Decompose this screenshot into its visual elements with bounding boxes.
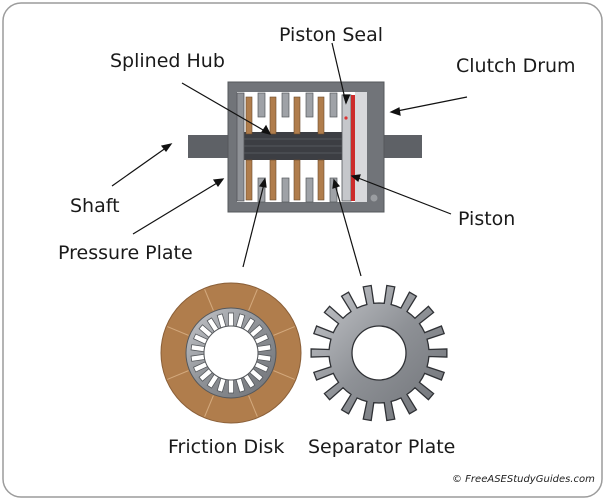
label-shaft: Shaft [70, 195, 120, 217]
piston-seal [344, 116, 348, 120]
pressure-plate [236, 92, 245, 202]
friction-segment-line [273, 326, 295, 336]
label-piston: Piston [458, 208, 516, 230]
drum-bolt [370, 194, 378, 202]
friction-disk-tooth [227, 312, 234, 327]
label-friction-disk: Friction Disk [168, 436, 285, 458]
separator-plate [310, 284, 448, 422]
splined-hub [244, 132, 344, 160]
friction-segment-line [248, 395, 258, 417]
friction-segment-line [273, 370, 295, 380]
label-separator-plate: Separator Plate [308, 436, 456, 458]
shaft [188, 135, 422, 158]
label-piston-seal: Piston Seal [279, 24, 384, 46]
piston [341, 94, 355, 202]
label-splined-hub: Splined Hub [110, 50, 225, 72]
label-clutch-drum: Clutch Drum [456, 55, 576, 77]
friction-segment-line [167, 326, 189, 336]
label-pressure-plate: Pressure Plate [58, 242, 193, 264]
friction-disk-tooth [228, 379, 235, 394]
friction-disk [160, 282, 302, 424]
copyright-credit: © FreeASEStudyGuides.com [452, 474, 595, 485]
friction-segment-line [248, 289, 258, 311]
leader-lines [111, 42, 468, 277]
friction-segment-line [204, 395, 214, 417]
friction-plates [245, 96, 325, 201]
friction-segment-line [204, 289, 214, 311]
friction-segment-line [167, 370, 189, 380]
